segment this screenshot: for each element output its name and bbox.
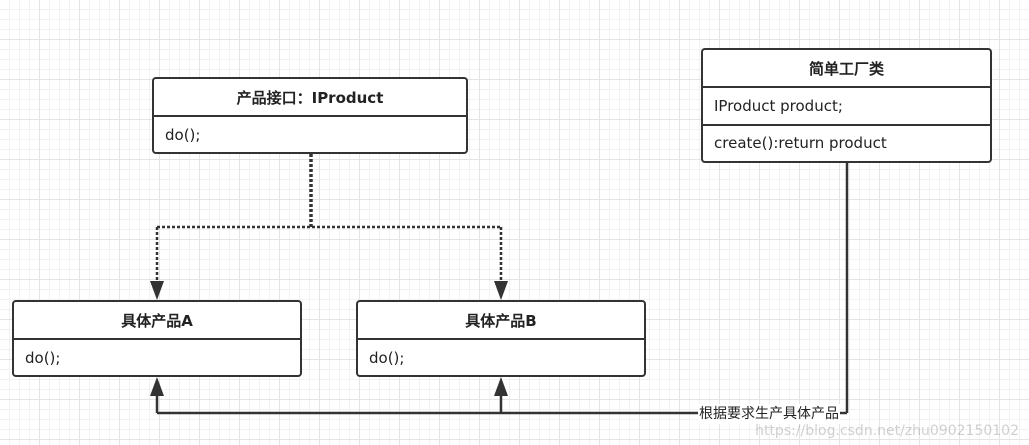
class-method: do(); xyxy=(25,348,61,367)
watermark: https://blog.csdn.net/zhu0902150102 xyxy=(755,423,1019,439)
class-method: do(); xyxy=(369,348,405,367)
concrete-product-a-class[interactable]: 具体产品A do(); xyxy=(12,300,302,377)
class-title: 简单工厂类 xyxy=(703,50,990,88)
class-method: create():return product xyxy=(703,124,990,160)
arrowhead-to-product-b-icon xyxy=(494,281,508,300)
arrowhead-to-product-a-icon xyxy=(150,281,164,300)
arrowhead-factory-to-b-icon xyxy=(494,377,508,396)
class-title: 产品接口：IProduct xyxy=(154,79,466,117)
class-title: 具体产品B xyxy=(358,302,644,340)
concrete-product-b-class[interactable]: 具体产品B do(); xyxy=(356,300,646,377)
product-interface-class[interactable]: 产品接口：IProduct do(); xyxy=(152,77,468,154)
class-method: do(); xyxy=(165,125,201,144)
class-title: 具体产品A xyxy=(14,302,300,340)
simple-factory-class[interactable]: 简单工厂类 IProduct product; create():return … xyxy=(701,48,992,163)
realization-connector xyxy=(155,154,503,282)
factory-edge-label: 根据要求生产具体产品 xyxy=(698,404,840,424)
arrowhead-factory-to-a-icon xyxy=(150,377,164,396)
class-field: IProduct product; xyxy=(714,97,843,115)
